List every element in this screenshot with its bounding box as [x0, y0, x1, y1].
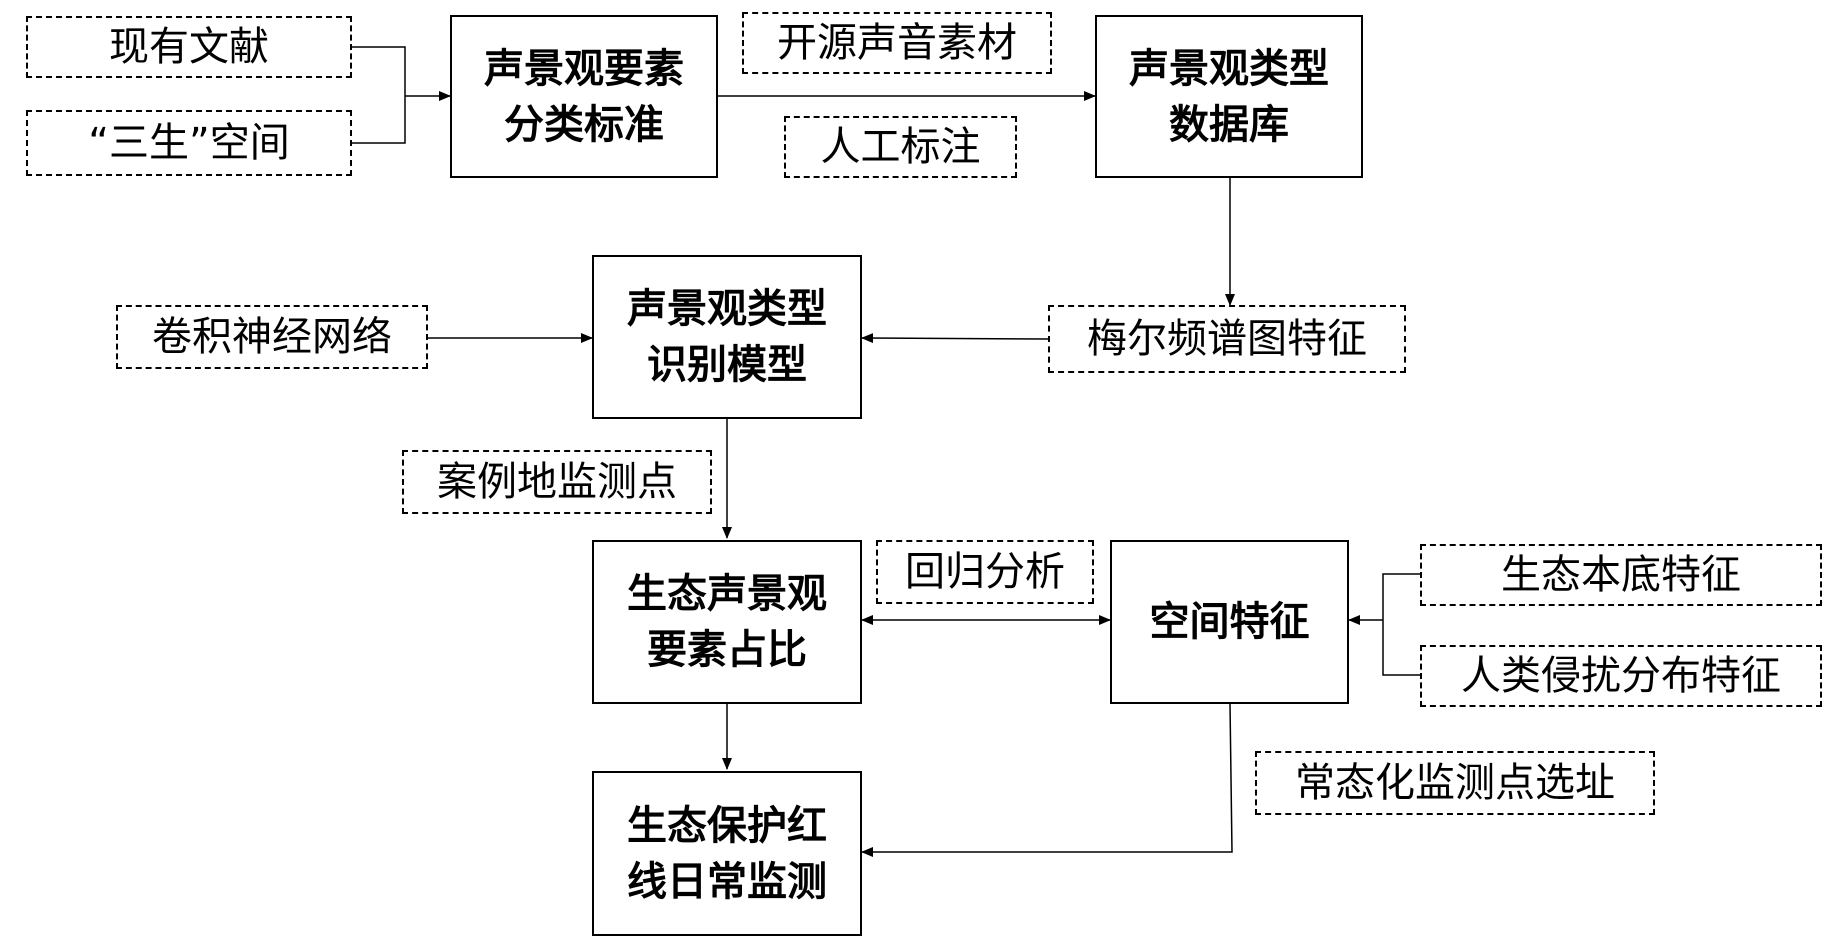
bracket-inputs-to-standard [352, 46, 406, 144]
regression-label: 回归分析 [876, 540, 1094, 604]
element-ratio-box: 生态声景观 要素占比 [592, 540, 862, 704]
case-sites-label: 案例地监测点 [402, 450, 712, 514]
soundscape-database-box: 声景观类型 数据库 [1095, 15, 1363, 178]
bracket-features-to-spatial [1382, 573, 1420, 676]
element-ratio-line2: 要素占比 [647, 627, 807, 673]
mel-spectrogram-label: 梅尔频谱图特征 [1048, 305, 1406, 373]
arrow-spatial-to-redline [861, 703, 1233, 857]
three-life-space-label: “三生”空间 [26, 110, 352, 176]
soundscape-database-line2: 数据库 [1169, 101, 1289, 148]
recognition-model-line1: 声景观类型 [627, 286, 827, 332]
soundscape-standard-line2: 分类标准 [504, 101, 664, 148]
spatial-features-box: 空间特征 [1110, 540, 1349, 704]
redline-monitoring-line2: 线日常监测 [627, 858, 827, 905]
redline-monitoring-box: 生态保护红 线日常监测 [592, 771, 862, 936]
recognition-model-box: 声景观类型 识别模型 [592, 255, 862, 419]
soundscape-standard-line1: 声景观要素 [484, 45, 684, 92]
recognition-model-line2: 识别模型 [647, 342, 807, 388]
arrow-mel-to-model [861, 333, 1049, 344]
human-disturbance-label: 人类侵扰分布特征 [1420, 645, 1822, 707]
manual-annotation-label: 人工标注 [784, 116, 1017, 178]
soundscape-database-line1: 声景观类型 [1129, 45, 1329, 92]
element-ratio-line1: 生态声景观 [627, 571, 827, 617]
soundscape-standard-box: 声景观要素 分类标准 [450, 15, 718, 178]
eco-background-label: 生态本底特征 [1420, 544, 1822, 606]
routine-site-selection-label: 常态化监测点选址 [1255, 751, 1655, 815]
existing-literature-label: 现有文献 [26, 16, 352, 78]
redline-monitoring-line1: 生态保护红 [627, 802, 827, 849]
open-source-audio-label: 开源声音素材 [742, 12, 1052, 74]
spatial-features-line1: 空间特征 [1149, 599, 1310, 645]
cnn-label: 卷积神经网络 [116, 305, 428, 369]
